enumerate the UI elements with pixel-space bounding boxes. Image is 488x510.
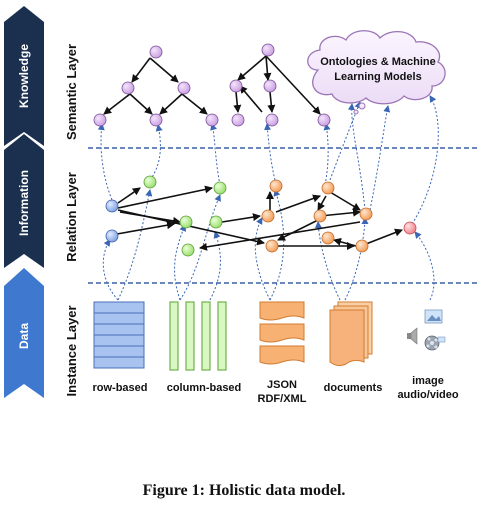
orange-node <box>355 239 369 253</box>
knowledge-chevron <box>4 6 44 146</box>
orange-node <box>359 207 373 221</box>
blue-node <box>105 199 119 213</box>
column-based-label: column-based <box>167 382 242 394</box>
audio-icon <box>407 327 418 345</box>
video-icon <box>424 335 446 351</box>
json-rdf-store <box>259 301 305 365</box>
semantic-node <box>231 113 245 127</box>
information-label: Information <box>17 170 31 236</box>
mapping-arrows <box>97 95 439 301</box>
green-node <box>143 175 157 189</box>
data-chevron <box>4 268 44 398</box>
orange-node <box>321 181 335 195</box>
semantic-node <box>317 113 331 127</box>
json-label: JSON <box>267 379 297 391</box>
instance-layer-label: Instance Layer <box>64 305 79 396</box>
documents-label: documents <box>324 382 383 394</box>
audio-video-label: audio/video <box>397 389 458 401</box>
documents-store <box>329 301 373 367</box>
semantic-nodes <box>93 43 331 127</box>
semantic-graph-2 <box>233 55 321 115</box>
orange-node <box>321 231 335 245</box>
row-based-label: row-based <box>92 382 147 394</box>
media-icons <box>407 309 446 351</box>
row-based-store <box>93 301 145 369</box>
orange-node <box>265 239 279 253</box>
figure-caption: Figure 1: Holistic data model. <box>142 482 346 499</box>
semantic-node <box>261 43 275 57</box>
semantic-node <box>265 113 279 127</box>
cloud-text-line2: Learning Models <box>334 71 421 83</box>
orange-node <box>261 209 275 223</box>
green-node <box>213 181 227 195</box>
red-node <box>403 221 417 235</box>
column-based-store <box>169 301 227 371</box>
blue-node <box>105 229 119 243</box>
orange-node <box>269 179 283 193</box>
knowledge-label: Knowledge <box>17 44 31 108</box>
semantic-node <box>121 81 135 95</box>
green-node <box>181 243 195 257</box>
holistic-data-model-diagram: Knowledge Information Data Semantic Laye… <box>4 6 478 405</box>
semantic-node <box>149 45 163 59</box>
semantic-layer-label: Semantic Layer <box>64 44 79 140</box>
semantic-graph-1 <box>103 57 208 115</box>
semantic-node <box>205 113 219 127</box>
semantic-node <box>229 79 243 93</box>
semantic-node <box>263 79 277 93</box>
green-node <box>179 215 193 229</box>
semantic-node <box>93 113 107 127</box>
cloud-text-line1: Ontologies & Machine <box>320 56 436 68</box>
information-chevron <box>4 134 44 268</box>
relation-edges <box>116 185 403 251</box>
relation-nodes <box>105 175 417 257</box>
relation-layer-label: Relation Layer <box>64 172 79 262</box>
data-label: Data <box>17 323 31 349</box>
rdf-xml-label: RDF/XML <box>258 393 307 405</box>
layer-chevrons: Knowledge Information Data <box>4 6 44 398</box>
image-icon <box>424 309 443 324</box>
semantic-node <box>149 113 163 127</box>
ontology-cloud: Ontologies & Machine Learning Models <box>307 30 446 115</box>
image-label: image <box>412 375 444 387</box>
green-node <box>209 215 223 229</box>
semantic-node <box>177 81 191 95</box>
orange-node <box>313 209 327 223</box>
